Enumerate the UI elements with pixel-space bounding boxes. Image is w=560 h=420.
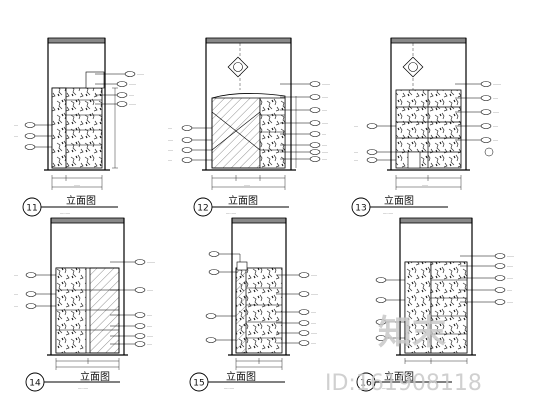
svg-text:......: ...... [507,276,513,280]
title-block-13: 13 立面图 ......... [351,194,448,217]
svg-text:.......: ....... [129,82,136,86]
svg-text:.....: ..... [147,324,152,328]
svg-text:.........: ......... [226,211,236,215]
svg-text:.....: ..... [311,310,316,314]
svg-text:.......: ....... [137,72,144,76]
drawing-title: 立面图 [226,370,256,383]
svg-text:....: .... [354,150,358,154]
svg-text:.....: ..... [322,108,327,112]
svg-text:....: .... [14,292,18,296]
svg-text:......: ...... [311,273,317,277]
svg-text:......: ...... [147,334,153,338]
drawing-number: 12 [197,204,208,214]
svg-text:.....: ..... [507,288,512,292]
drawing-number: 16 [360,379,372,389]
svg-text:......: ...... [322,121,328,125]
watermark-id: ID:161908118 [325,371,482,396]
svg-text:........: ........ [147,260,155,264]
svg-text:....: .... [168,158,172,162]
svg-text:.....: ..... [493,138,498,142]
svg-text:.....: ..... [147,342,152,346]
svg-text:....: .... [168,126,172,130]
elevation-panel-13: ............................. ..........… [354,37,501,190]
elevation-panel-16: .............................. [375,217,514,364]
svg-text:.......: ....... [507,254,514,258]
svg-text:.....: ..... [493,96,498,100]
svg-text:......: ...... [244,183,250,187]
drawing-number: 14 [29,379,41,389]
title-block-11: 11 立面图 ......... [22,194,118,217]
svg-text:.....: ..... [322,143,327,147]
svg-text:......: ...... [147,288,153,292]
drawing-title: 立面图 [66,194,96,207]
svg-text:.........: ......... [78,386,88,390]
svg-text:....: .... [354,124,358,128]
drawing-number: 13 [355,204,366,214]
svg-text:....: .... [14,304,18,308]
title-block-12: 12 立面图 ......... [193,194,289,217]
svg-text:....: .... [354,158,358,162]
svg-text:....: .... [322,132,326,136]
svg-text:.....: ..... [311,321,316,325]
svg-text:.....: ..... [322,157,327,161]
svg-text:.........: ......... [224,386,234,390]
svg-text:.....: ..... [493,124,498,128]
svg-text:........: ........ [322,82,330,86]
elevation-panel-14: ................................... ....… [14,217,155,370]
drawing-title: 立面图 [384,370,414,383]
title-block-15: 15 立面图 ......... [189,370,285,392]
svg-text:....: .... [14,123,18,127]
svg-text:.........: ......... [383,211,393,215]
svg-text:.....: ..... [129,93,134,97]
svg-text:.......: ....... [129,102,136,106]
drawing-title: 立面图 [384,194,414,207]
svg-text:.....: ..... [168,138,173,142]
svg-text:.....: ..... [168,148,173,152]
svg-text:......: ...... [311,331,317,335]
drawing-title: 立面图 [228,194,258,207]
svg-text:.......: ....... [311,292,318,296]
elevation-panel-12: ................... ............... ....… [168,37,330,190]
svg-text:.....: ..... [311,341,316,345]
svg-text:......: ...... [507,300,513,304]
svg-text:....: .... [14,273,18,277]
svg-text:.....: ..... [147,313,152,317]
svg-text:......: ...... [322,95,328,99]
svg-text:.........: ......... [382,386,392,390]
drawing-number: 11 [26,204,37,214]
svg-text:......: ...... [507,264,513,268]
watermark: 知末 ID:161908118 [325,313,482,396]
drawing-title: 立面图 [80,370,110,383]
svg-text:......: ...... [322,150,328,154]
drawing-number: 15 [193,379,204,389]
svg-text:......: ...... [493,110,499,114]
title-block-16: 16 立面图 ......... [356,370,452,392]
elevation-panel-11: ....... ....... ..... ....... .... .... … [14,37,144,190]
elevation-panel-15: .................................. [205,217,318,370]
svg-text:....: .... [14,134,18,138]
watermark-logo: 知末 [378,313,446,353]
title-block-14: 14 立面图 ......... [25,370,120,392]
svg-text:........: ........ [493,82,501,86]
svg-text:......: ...... [422,183,428,187]
svg-text:......: ...... [74,183,80,187]
svg-text:.........: ......... [60,211,70,215]
